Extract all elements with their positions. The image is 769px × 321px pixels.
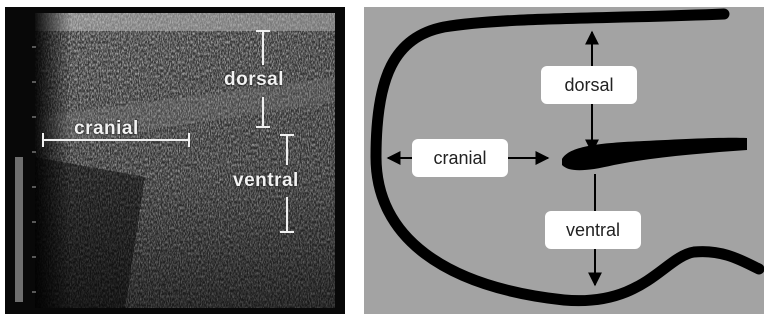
ultrasound-ventral-label: ventral [233, 170, 299, 192]
ultrasound-texture [5, 7, 345, 314]
schematic-diagram: dorsal cranial ventral [364, 7, 764, 314]
schematic-dorsal-label: dorsal [541, 66, 637, 104]
ultrasound-cranial-label: cranial [74, 118, 139, 140]
ultrasound-dorsal-label: dorsal [224, 69, 284, 91]
inner-structure [562, 138, 747, 171]
schematic-cranial-label: cranial [412, 139, 508, 177]
ultrasound-image: dorsal cranial ventral [5, 7, 345, 314]
schematic-ventral-label: ventral [545, 211, 641, 249]
